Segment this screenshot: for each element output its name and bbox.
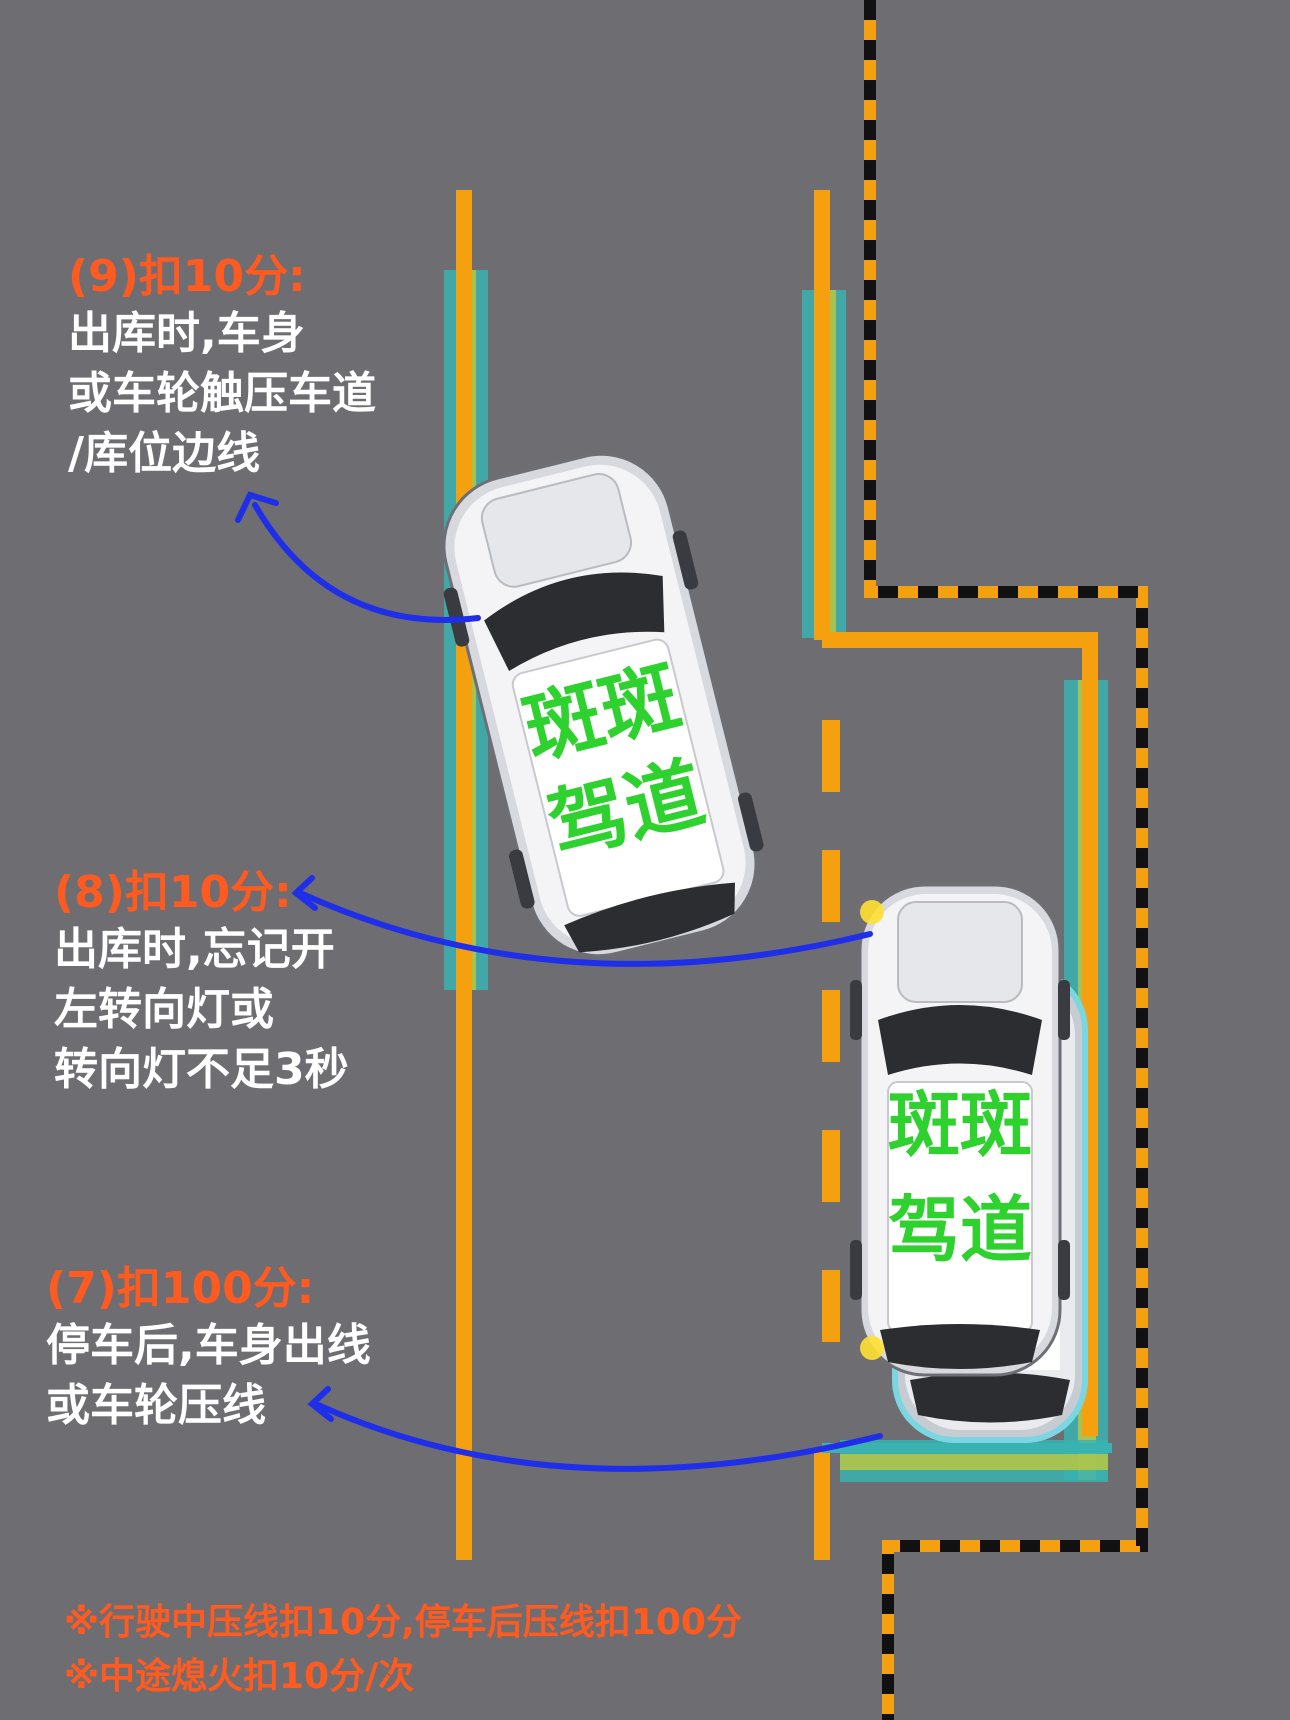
annotation-9: (9)扣10分: 出库时,车身 或车轮触压车道 /库位边线	[68, 250, 376, 484]
footnote-2: ※中途熄火扣10分/次	[64, 1656, 415, 1697]
annotation-8-line-2: 左转向灯或	[54, 984, 274, 1035]
annotation-8: (8)扣10分: 出库时,忘记开 左转向灯或 转向灯不足3秒	[54, 866, 349, 1100]
arrow-9	[252, 502, 481, 623]
arrow-8	[297, 890, 873, 967]
annotation-9-heading: (9)扣10分:	[68, 251, 306, 302]
annotation-8-line-1: 出库时,忘记开	[54, 924, 335, 975]
annotation-8-heading: (8)扣10分:	[54, 867, 292, 918]
arrow-8-head	[291, 875, 318, 911]
arrow-7	[313, 1401, 883, 1472]
annotation-7-heading: (7)扣100分:	[46, 1263, 315, 1314]
car-label-line1: 斑斑	[888, 1083, 1032, 1167]
parked-car: 斑斑 驾道	[850, 883, 1070, 1377]
arrows	[235, 491, 883, 1472]
annotation-7: (7)扣100分: 停车后,车身出线 或车轮压线	[46, 1262, 371, 1436]
annotation-7-line-1: 停车后,车身出线	[46, 1320, 371, 1371]
footnote-1: ※行驶中压线扣10分,停车后压线扣100分	[64, 1602, 742, 1643]
road-boundary	[864, 0, 1148, 1720]
annotation-9-line-2: 或车轮触压车道	[68, 368, 376, 419]
annotation-7-line-2: 或车轮压线	[46, 1380, 266, 1431]
arrow-7-head	[307, 1386, 334, 1422]
arrow-9-head	[235, 491, 279, 523]
dashed-centre-line	[822, 720, 840, 1342]
annotation-9-line-3: /库位边线	[68, 428, 261, 479]
car-label-line2: 驾道	[888, 1188, 1032, 1272]
exiting-car: 斑斑 驾道	[442, 452, 764, 958]
annotation-8-line-3: 转向灯不足3秒	[54, 1044, 349, 1095]
lane-lines	[456, 190, 1112, 1560]
annotation-9-line-1: 出库时,车身	[68, 308, 305, 359]
